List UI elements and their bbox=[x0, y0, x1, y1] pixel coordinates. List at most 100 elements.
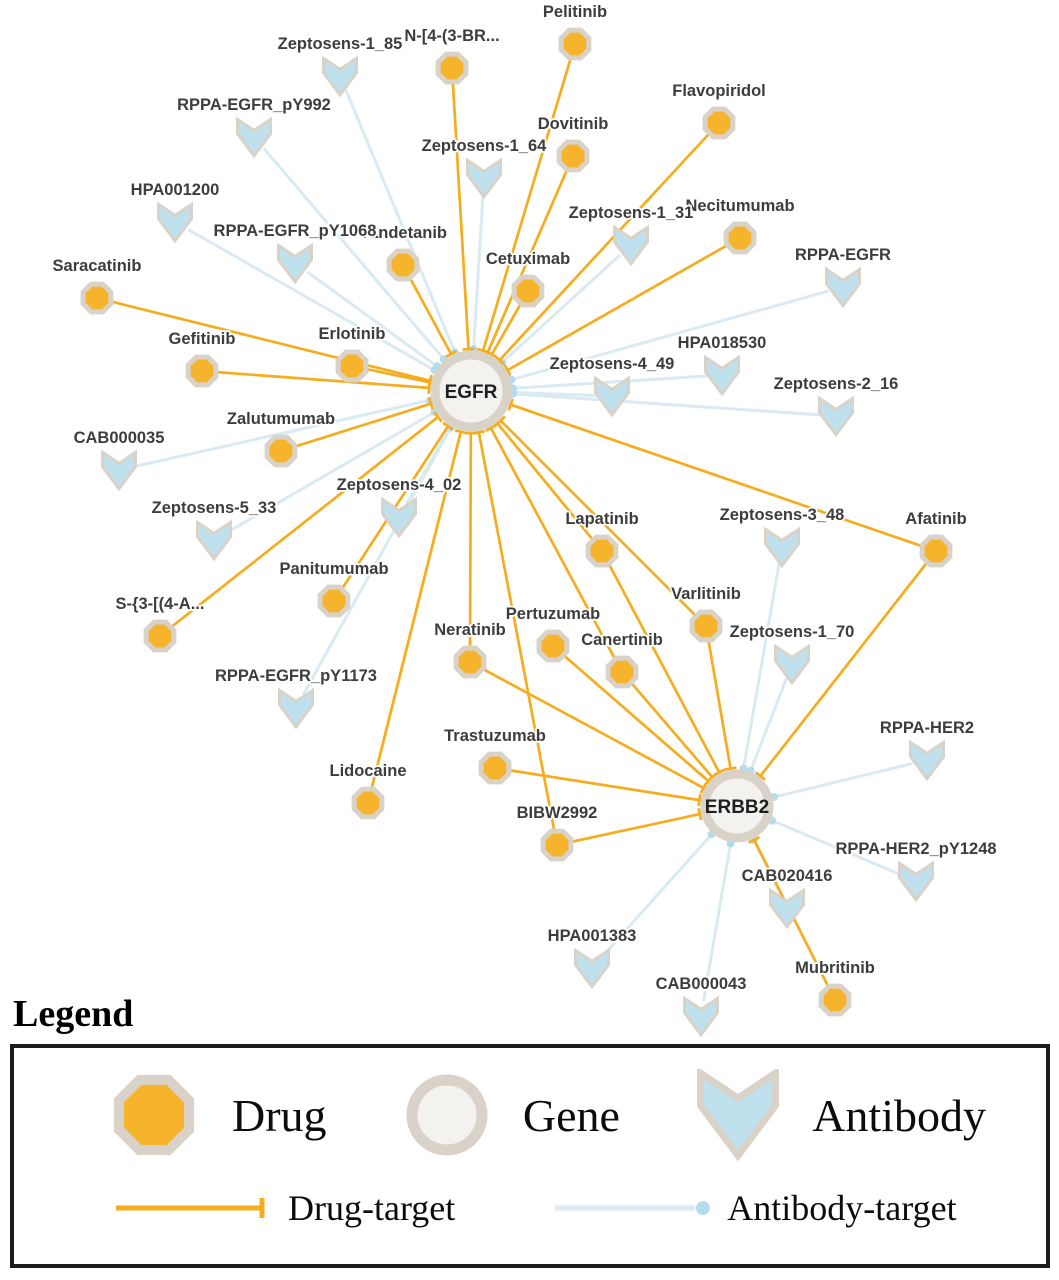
drug-target-edge-pelitinib bbox=[481, 58, 572, 352]
drug-target-edge-icon bbox=[114, 1195, 274, 1221]
legend-title: Legend bbox=[13, 993, 134, 1035]
antibody-node-rppa-egfr-py1068 bbox=[277, 242, 313, 285]
tee-marker bbox=[495, 415, 506, 426]
tee-marker bbox=[472, 429, 485, 435]
antibody-node-zeptosens-1-64 bbox=[466, 157, 502, 200]
antibody-chevron bbox=[704, 354, 740, 397]
drug-octagon bbox=[818, 983, 852, 1017]
node-label: CAB000035 bbox=[74, 429, 165, 447]
legend-label-drug: Drug bbox=[232, 1089, 327, 1141]
node-label: Dovitinib bbox=[538, 115, 609, 133]
drug-node-mubritinib bbox=[818, 983, 852, 1017]
node-label: Necitumumab bbox=[685, 197, 794, 215]
antibody-chevron bbox=[769, 887, 805, 930]
gene-circle bbox=[700, 769, 774, 843]
drug-octagon bbox=[143, 619, 177, 653]
legend-label-antibody-target: Antibody-target bbox=[727, 1188, 957, 1229]
antibody-target-edge-rppa-her2-py1248 bbox=[771, 819, 903, 877]
drug-node-erlotinib bbox=[335, 349, 369, 383]
antibody-chevron bbox=[196, 519, 232, 562]
drug-target-edge-saracatinib bbox=[112, 300, 431, 383]
node-label: Zeptosens-1_31 bbox=[569, 204, 694, 222]
tee-marker bbox=[706, 772, 718, 783]
gene-legend-glyph bbox=[406, 1074, 488, 1156]
antibody-target-edge-rppa-egfr-py992 bbox=[262, 147, 445, 361]
tee-marker bbox=[748, 836, 761, 844]
antibody-chevron bbox=[277, 242, 313, 285]
antibody-chevron bbox=[613, 224, 649, 267]
nodes bbox=[80, 27, 953, 1038]
node-label: Zeptosens-4_49 bbox=[550, 355, 675, 373]
drug-target-edge-erlotinib bbox=[367, 367, 431, 384]
drug-target-edge-afatinib bbox=[510, 403, 922, 548]
drug-target-edge-varlitinib bbox=[499, 419, 696, 616]
node-label: Gefitinib bbox=[169, 330, 236, 348]
drug-octagon bbox=[723, 221, 757, 255]
tee-marker bbox=[454, 428, 467, 435]
drug-octagon bbox=[317, 584, 351, 618]
gene-node-icon bbox=[401, 1069, 493, 1161]
drug-node-zalutumumab bbox=[264, 434, 298, 468]
drug-target-edge-vandetanib bbox=[409, 278, 453, 355]
antibody-node-hpa001383 bbox=[574, 947, 610, 990]
antibody-target-edge-rppa-egfr bbox=[511, 289, 829, 382]
antibody-node-zeptosens-4-49 bbox=[594, 375, 630, 418]
drug-node-pertuzumab bbox=[536, 629, 570, 663]
antibody-chevron bbox=[157, 201, 193, 244]
antibody-chevron bbox=[278, 687, 314, 730]
antibody-node-zeptosens-1-70 bbox=[774, 643, 810, 686]
node-label: Flavopiridol bbox=[672, 82, 766, 100]
tee-marker bbox=[697, 807, 703, 821]
drug-node-lidocaine bbox=[351, 786, 385, 820]
antibody-node-zeptosens-4-02 bbox=[381, 496, 417, 539]
drug-octagon bbox=[351, 786, 385, 820]
drug-edge-legend-glyph bbox=[116, 1198, 265, 1219]
drug-target-edge-n-4-3-br bbox=[451, 83, 470, 350]
node-label: S-{3-[(4-A... bbox=[116, 595, 205, 613]
drug-octagon bbox=[536, 629, 570, 663]
antibody-chevron bbox=[236, 116, 272, 159]
antibody-chevron bbox=[101, 449, 137, 492]
gene-node-egfr bbox=[430, 350, 512, 432]
drug-node-saracatinib bbox=[80, 281, 114, 315]
drug-node-flavopiridol bbox=[702, 106, 736, 140]
drug-octagon bbox=[453, 645, 487, 679]
drug-octagon bbox=[585, 534, 619, 568]
antibody-target-edge-cab000035 bbox=[133, 398, 431, 469]
node-label: Pelitinib bbox=[543, 3, 607, 21]
node-label: Panitumumab bbox=[279, 560, 388, 578]
drug-node-trastuzumab bbox=[478, 751, 512, 785]
drug-node-s-3-4-a bbox=[143, 619, 177, 653]
node-label: RPPA-HER2_pY1248 bbox=[835, 840, 996, 858]
antibody-node-hpa001200 bbox=[157, 201, 193, 244]
tee-marker bbox=[484, 423, 497, 433]
node-label: Neratinib bbox=[434, 621, 506, 639]
antibody-target-edge-zeptosens-5-33 bbox=[226, 410, 436, 534]
drug-octagon bbox=[919, 534, 953, 568]
node-label: Pertuzumab bbox=[506, 605, 600, 623]
drug-target-edge-varlitinib bbox=[707, 641, 732, 769]
antibody-target-edge-zeptosens-1-85 bbox=[344, 89, 457, 353]
drug-target-edge-canertinib bbox=[489, 427, 616, 659]
antibody-target-edge-rppa-her2 bbox=[773, 762, 913, 799]
node-labels: EGFRERBB2PelitinibN-[4-(3-BR...Dovitinib… bbox=[51, 1, 999, 995]
node-label: HPA018530 bbox=[678, 334, 767, 352]
node-label: Zeptosens-3_48 bbox=[720, 506, 845, 524]
tee-marker bbox=[754, 771, 766, 781]
gene-node-erbb2 bbox=[700, 769, 774, 843]
drug-octagon bbox=[702, 106, 736, 140]
tee-marker bbox=[442, 421, 454, 431]
antibody-chevron bbox=[898, 860, 934, 903]
node-label: Zeptosens-1_70 bbox=[730, 623, 855, 641]
node-label: CAB020416 bbox=[742, 867, 833, 885]
drug-target-edge-bibw2992 bbox=[572, 812, 701, 843]
antibody-chevron bbox=[818, 395, 854, 438]
antibody-node-zeptosens-5-33 bbox=[196, 519, 232, 562]
drug-octagon bbox=[435, 51, 469, 85]
antibody-node-rppa-her2 bbox=[909, 739, 945, 782]
drug-octagon bbox=[556, 139, 590, 173]
drug-target-edges bbox=[112, 58, 928, 987]
legend-box: Drug Gene Antibody Drug-target Antibody-… bbox=[10, 1044, 1050, 1268]
antibody-node-cab020416 bbox=[769, 887, 805, 930]
drug-target-edge-lidocaine bbox=[370, 431, 463, 788]
